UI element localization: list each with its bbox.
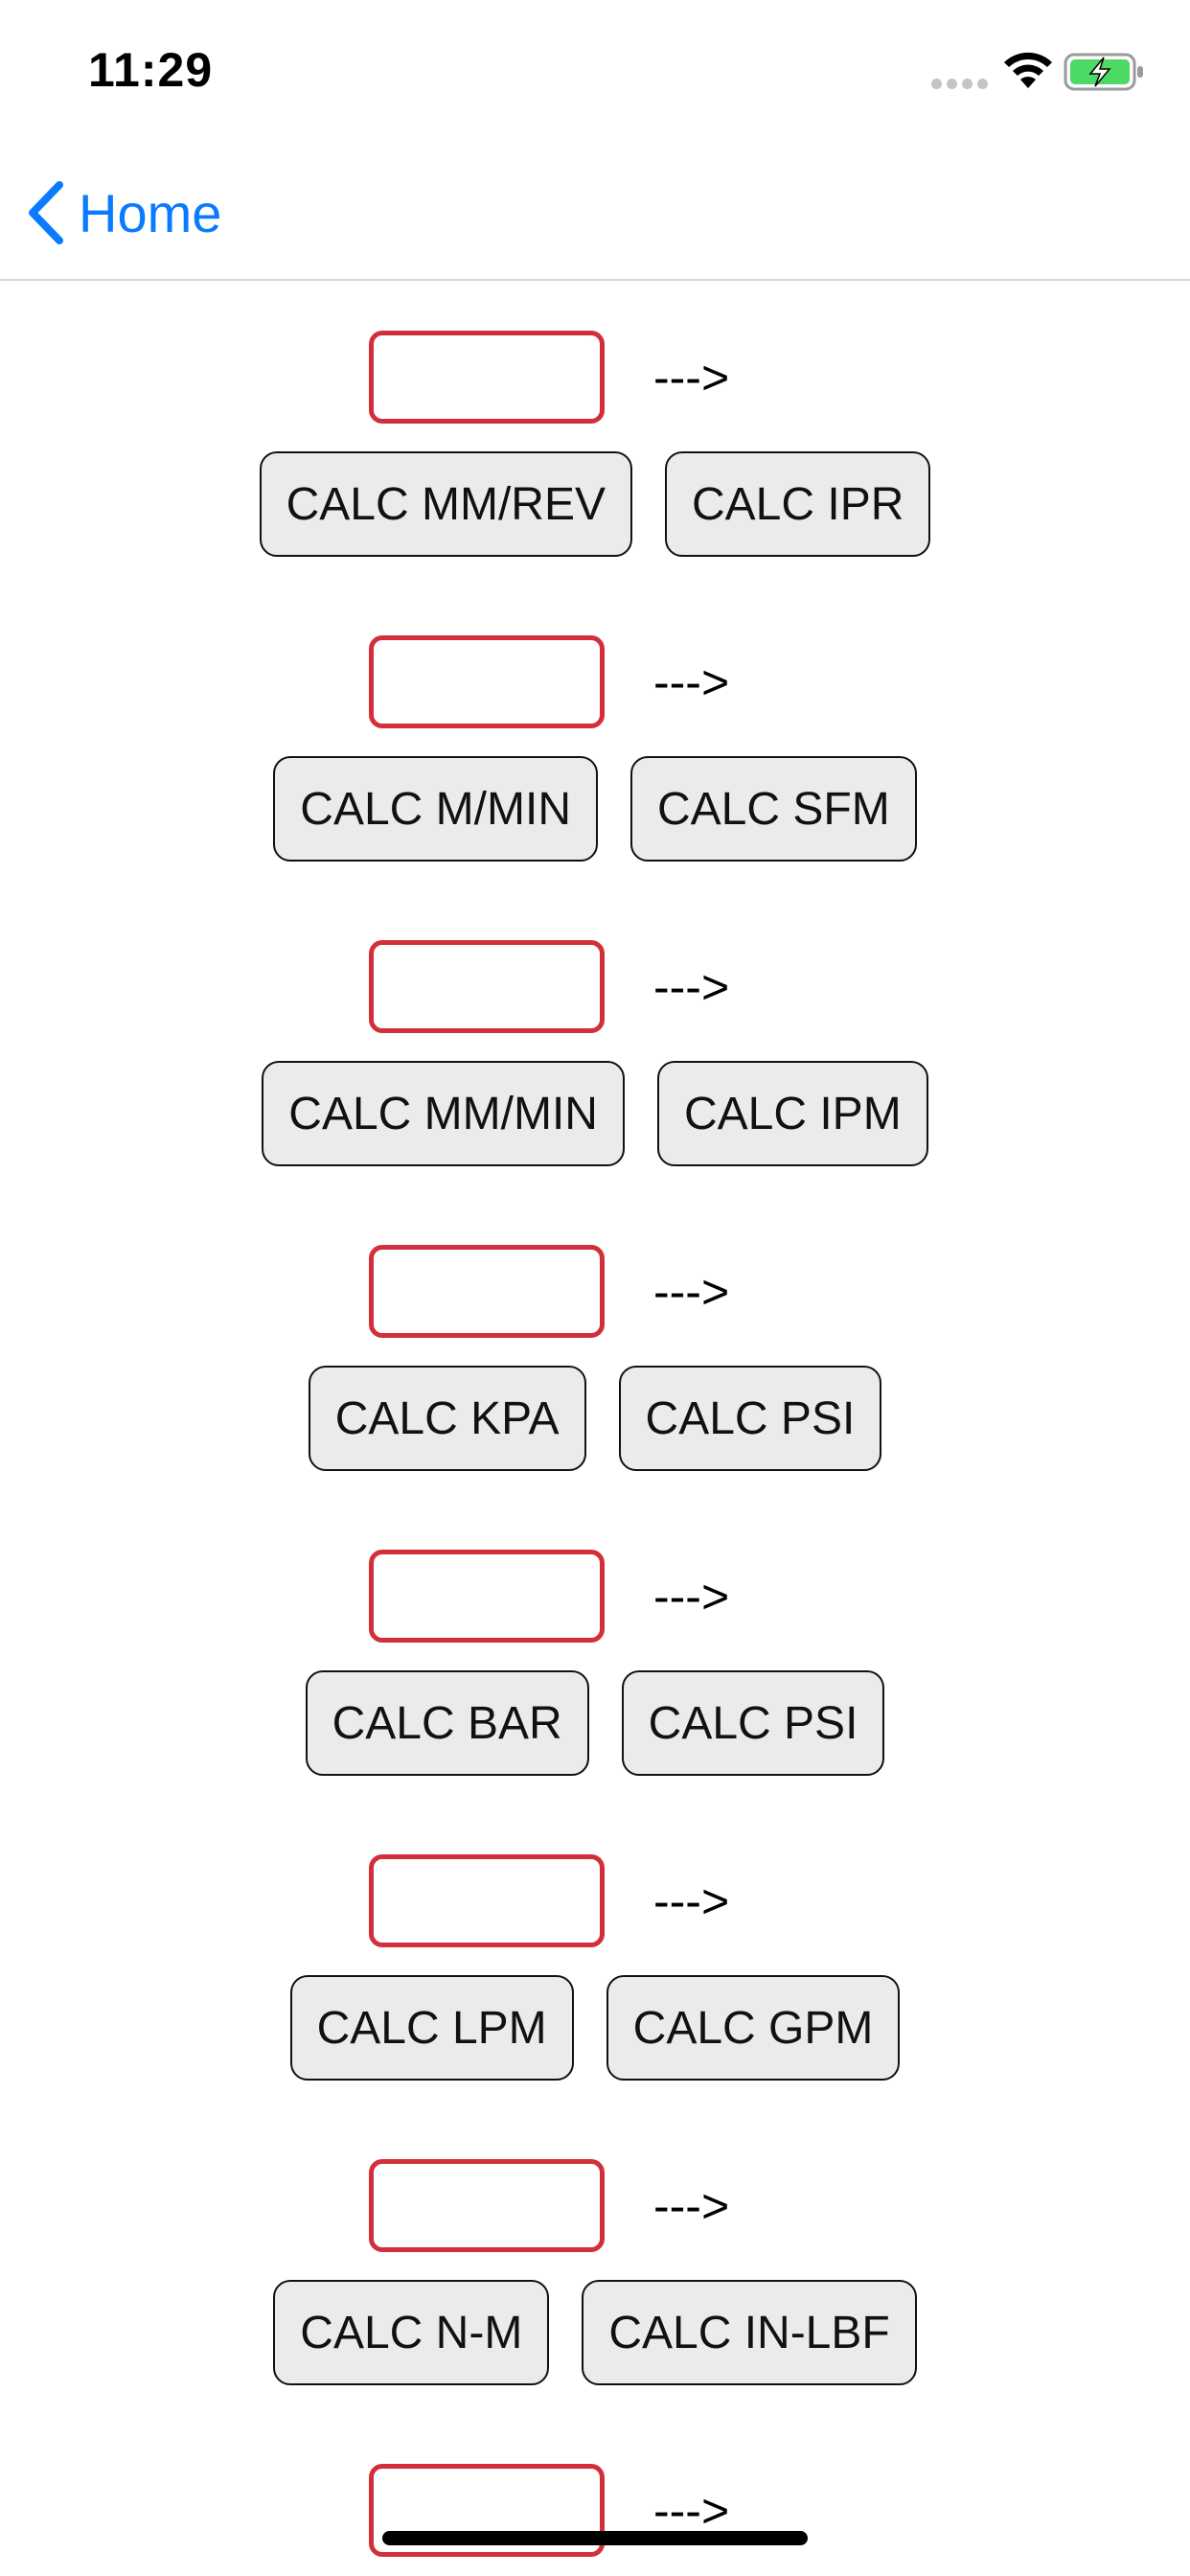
value-input[interactable]: [369, 1245, 605, 1338]
calc-sfm-button[interactable]: CALC SFM: [629, 756, 917, 862]
calc-kpa-button[interactable]: CALC KPA: [308, 1366, 586, 1471]
back-label: Home: [79, 182, 222, 243]
calc-ipm-button[interactable]: CALC IPM: [656, 1061, 928, 1166]
calc-lpm-button[interactable]: CALC LPM: [289, 1975, 574, 2081]
calc-gpm-button[interactable]: CALC GPM: [606, 1975, 901, 2081]
value-input[interactable]: [369, 1854, 605, 1947]
converter-row: ---> CALC KPA CALC PSI: [0, 1195, 1190, 1471]
calc-mm-rev-button[interactable]: CALC MM/REV: [259, 451, 632, 557]
calc-bar-button[interactable]: CALC BAR: [305, 1670, 589, 1776]
value-input[interactable]: [369, 331, 605, 424]
calc-ipr-button[interactable]: CALC IPR: [664, 451, 931, 557]
calc-mm-min-button[interactable]: CALC MM/MIN: [262, 1061, 625, 1166]
calc-n-m-button[interactable]: CALC N-M: [273, 2280, 550, 2385]
arrow-label: --->: [653, 656, 730, 709]
converter-row: ---> CALC LPM CALC GPM: [0, 1805, 1190, 2081]
arrow-label: --->: [653, 2484, 730, 2538]
arrow-label: --->: [653, 2179, 730, 2233]
wifi-icon: [1004, 52, 1052, 88]
value-input[interactable]: [369, 1550, 605, 1643]
back-button[interactable]: Home: [23, 174, 221, 251]
calc-m-min-button[interactable]: CALC M/MIN: [273, 756, 598, 862]
calc-psi-button[interactable]: CALC PSI: [621, 1670, 885, 1776]
arrow-label: --->: [653, 351, 730, 404]
chevron-left-icon: [29, 181, 63, 244]
converter-row: ---> CALC M/MIN CALC SFM: [0, 586, 1190, 862]
calc-in-lbf-button[interactable]: CALC IN-LBF: [582, 2280, 917, 2385]
value-input[interactable]: [369, 940, 605, 1033]
value-input[interactable]: [369, 635, 605, 728]
home-indicator[interactable]: [382, 2531, 808, 2545]
arrow-label: --->: [653, 1874, 730, 1928]
converter-row: ---> CALC MM/REV CALC IPR: [0, 281, 1190, 557]
navigation-bar: Home: [0, 144, 1190, 281]
battery-charging-icon: [1064, 53, 1143, 91]
status-time: 11:29: [88, 43, 214, 97]
converter-row: ---> CALC N-M CALC IN-LBF: [0, 2109, 1190, 2385]
arrow-label: --->: [653, 960, 730, 1014]
converter-row: --->: [0, 2414, 1190, 2576]
arrow-label: --->: [653, 1265, 730, 1319]
arrow-label: --->: [653, 1570, 730, 1623]
value-input[interactable]: [369, 2159, 605, 2252]
status-bar: 11:29: [0, 0, 1190, 144]
converter-row: ---> CALC MM/MIN CALC IPM: [0, 890, 1190, 1166]
converter-row: ---> CALC BAR CALC PSI: [0, 1500, 1190, 1776]
calc-psi-button[interactable]: CALC PSI: [618, 1366, 882, 1471]
converter-list[interactable]: ---> CALC MM/REV CALC IPR ---> CALC M/MI…: [0, 281, 1190, 2576]
cellular-signal-icon: [931, 79, 989, 90]
